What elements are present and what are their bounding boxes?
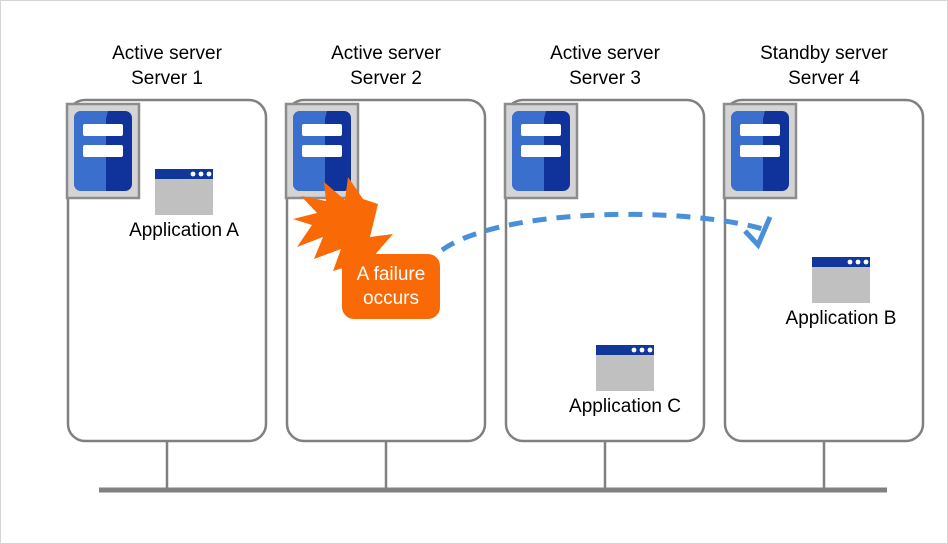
app-window-body — [155, 177, 213, 215]
column-header-1: Active server Server 1 — [68, 41, 266, 91]
server-icon-slot-top — [521, 124, 561, 136]
app-window-icon-c — [596, 345, 654, 391]
app-window-titlebar — [596, 345, 654, 355]
server-icon-4 — [722, 102, 798, 200]
column-header-3: Active server Server 3 — [506, 41, 704, 91]
app-window-dot — [847, 259, 853, 265]
column-name-label: Server 4 — [788, 68, 860, 89]
column-role-label: Standby server — [760, 43, 888, 64]
app-window-icon-b — [812, 257, 870, 303]
app-window-dot — [190, 171, 196, 177]
dashed-arc-arrow-icon — [440, 211, 773, 253]
app-window-body — [596, 353, 654, 391]
failure-badge: A failure occurs — [342, 254, 440, 319]
app-window-dot — [206, 171, 212, 177]
server-icon-1 — [65, 102, 141, 200]
server-icon-slot-bottom — [302, 145, 342, 157]
app-window-titlebar — [155, 169, 213, 179]
server-icon-slot-top — [83, 124, 123, 136]
server-icon-2 — [284, 102, 360, 200]
arrow-head — [743, 216, 773, 250]
server-icon-slot-bottom — [521, 145, 561, 157]
failure-badge-line1: A failure — [356, 263, 426, 285]
app-window-dot — [198, 171, 204, 177]
app-window-dot — [863, 259, 869, 265]
column-role-label: Active server — [112, 43, 222, 64]
server-icon-3 — [503, 102, 579, 200]
application-label-b: Application B — [785, 308, 897, 329]
app-window-dot — [855, 259, 861, 265]
app-window-titlebar — [812, 257, 870, 267]
app-window-dot — [639, 347, 645, 353]
server-icon-slot-top — [740, 124, 780, 136]
server-icon-slot-bottom — [740, 145, 780, 157]
arrow-arc-path — [440, 211, 764, 253]
column-name-label: Server 3 — [569, 68, 641, 89]
column-header-4: Standby server Server 4 — [725, 41, 923, 91]
failure-badge-line2: occurs — [363, 287, 419, 309]
app-window-dot — [647, 347, 653, 353]
column-name-label: Server 1 — [131, 68, 203, 89]
app-window-body — [812, 265, 870, 303]
application-label-a: Application A — [129, 220, 239, 241]
column-role-label: Active server — [331, 43, 441, 64]
server-icon-slot-bottom — [83, 145, 123, 157]
network-bus-line — [99, 441, 887, 493]
column-header-2: Active server Server 2 — [287, 41, 485, 91]
app-window-dot — [631, 347, 637, 353]
server-icon-slot-top — [302, 124, 342, 136]
app-window-icon-a — [155, 169, 213, 215]
column-role-label: Active server — [550, 43, 660, 64]
column-name-label: Server 2 — [350, 68, 422, 89]
application-label-c: Application C — [569, 396, 681, 417]
